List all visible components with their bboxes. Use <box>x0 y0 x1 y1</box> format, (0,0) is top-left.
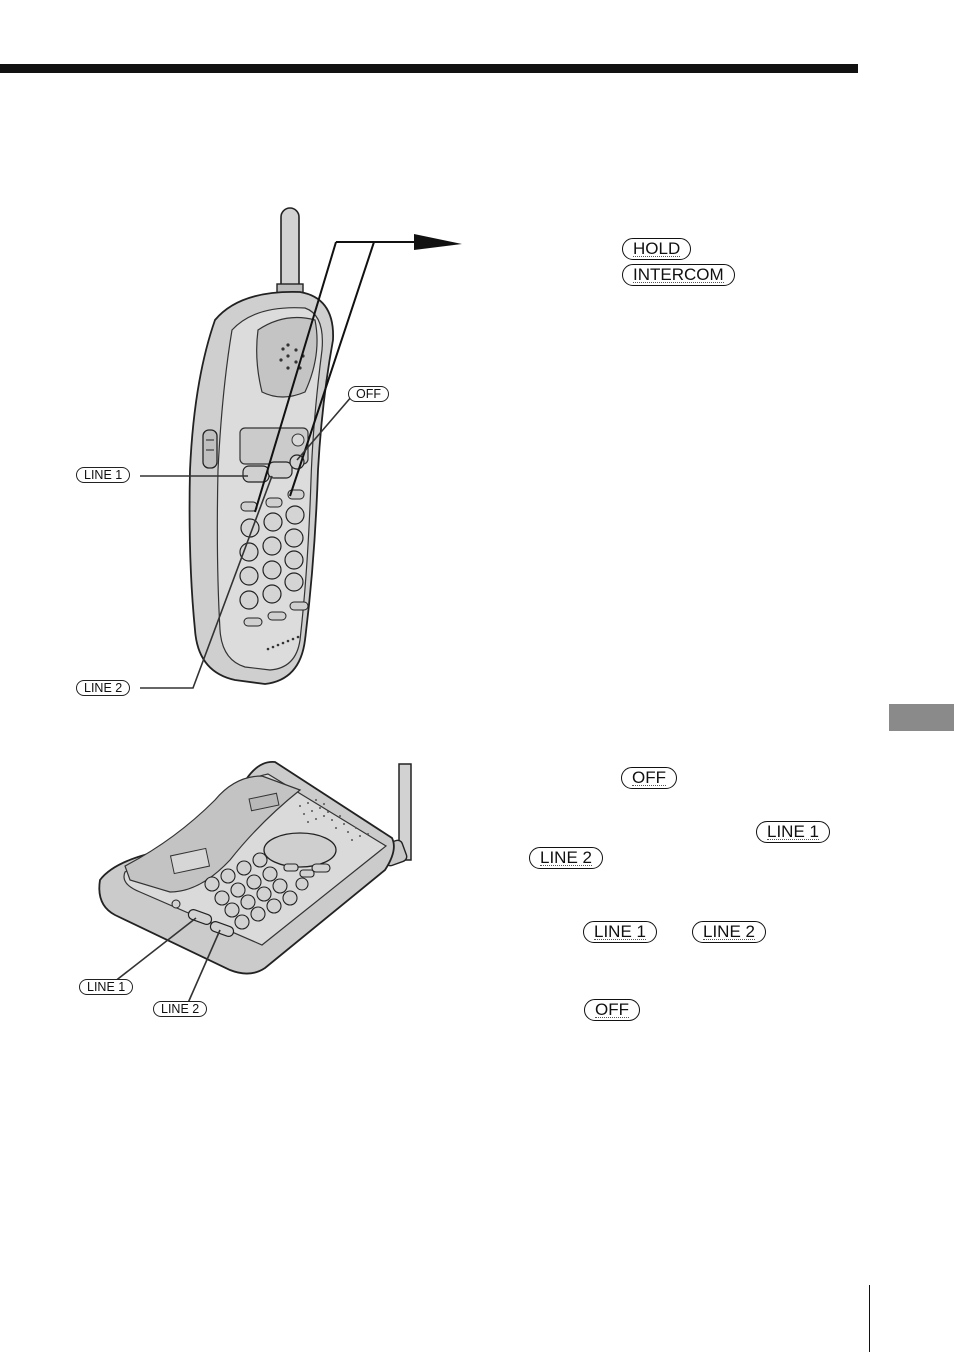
off-key-symbol: OFF <box>621 767 677 789</box>
section-tab <box>889 704 954 731</box>
page-number-rule <box>869 1285 870 1352</box>
line2-key-symbol: LINE 2 <box>529 847 603 869</box>
line2-key-symbol-2: LINE 2 <box>692 921 766 943</box>
handset-line2-callout: LINE 2 <box>76 680 131 696</box>
base-line2-callout: LINE 2 <box>153 1001 208 1017</box>
line1-key-symbol: LINE 1 <box>756 821 830 843</box>
handset-off-callout: OFF <box>348 386 389 402</box>
off-key-symbol-2: OFF <box>584 999 640 1021</box>
line1-key-symbol-2: LINE 1 <box>583 921 657 943</box>
base-line1-callout: LINE 1 <box>79 979 134 995</box>
hold-key-symbol: HOLD <box>622 238 692 260</box>
base-unit-illustration <box>98 761 412 1004</box>
intercom-key-symbol: INTERCOM <box>622 264 735 286</box>
handset-line1-callout: LINE 1 <box>76 467 131 483</box>
top-rule <box>0 64 858 73</box>
handset-illustration <box>140 207 462 689</box>
